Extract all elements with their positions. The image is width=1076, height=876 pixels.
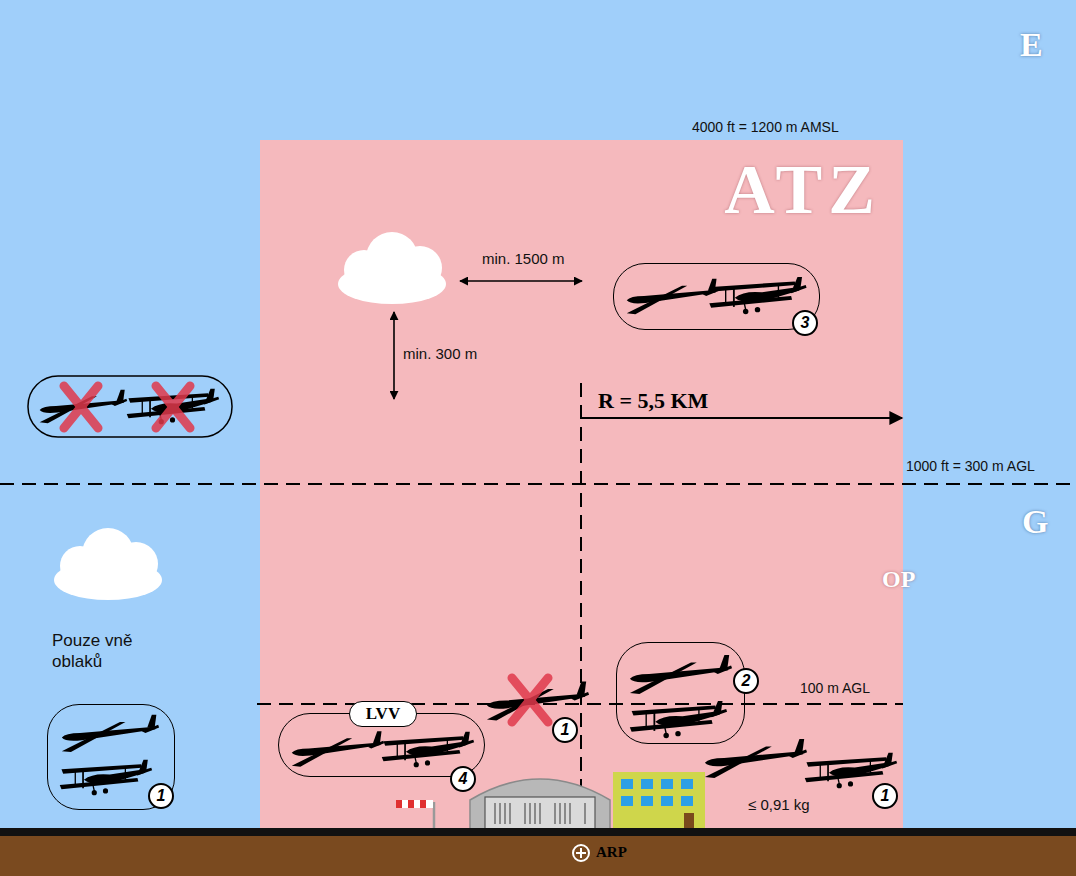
weight-label: ≤ 0,91 kg <box>748 796 810 813</box>
group-tag-holder: LVV <box>349 701 417 727</box>
distance-label-holder: min. 300 m <box>403 345 477 362</box>
altitude-limit: 100 m AGL <box>800 680 870 696</box>
callout-number: 1 <box>561 721 570 739</box>
zone-label: OP <box>882 566 915 592</box>
zone-title: ATZ <box>724 151 881 228</box>
distance-label-holder: min. 1500 m <box>482 250 565 267</box>
radius-label-holder: R = 5,5 KM <box>598 388 708 414</box>
callout-number: 1 <box>157 787 166 805</box>
callout-number: 1 <box>881 787 890 805</box>
weight-label-holder: ≤ 0,91 kg <box>748 796 810 813</box>
zone-label-holder: OP <box>882 566 915 593</box>
radius-label: R = 5,5 KM <box>598 388 708 413</box>
callout-number-holder: 1 <box>148 783 174 809</box>
callout-number: 4 <box>459 770 468 788</box>
group-tag: LVV <box>366 704 400 723</box>
callout-number: 2 <box>742 672 751 690</box>
note-text-holder: Pouze vně oblaků <box>52 630 147 673</box>
aircraft-group: 1 <box>47 704 175 810</box>
callout-number-holder: 3 <box>792 310 818 336</box>
altitude-limit: 4000 ft = 1200 m AMSL <box>692 119 839 135</box>
callout-number-holder: 2 <box>733 668 759 694</box>
callout-number-holder: 1 <box>872 783 898 809</box>
altitude-limit-holder: 100 m AGL <box>800 680 870 696</box>
callout-number-holder: 1 <box>552 717 578 743</box>
airspace-class-holder: E <box>1020 26 1043 64</box>
distance-label: min. 1500 m <box>482 250 565 267</box>
altitude-limit-holder: 1000 ft = 300 m AGL <box>906 458 1035 474</box>
airspace-class-holder: G <box>1022 503 1048 541</box>
distance-label: min. 300 m <box>403 345 477 362</box>
airspace-class: G <box>1022 503 1048 540</box>
reference-point-label-holder: ARP <box>596 844 627 861</box>
reference-point-label: ARP <box>596 844 627 860</box>
altitude-limit: 1000 ft = 300 m AGL <box>906 458 1035 474</box>
callout-number-holder: 4 <box>450 766 476 792</box>
altitude-limit-holder: 4000 ft = 1200 m AMSL <box>692 119 839 135</box>
zone-title-holder: ATZ <box>724 150 881 230</box>
note-text: Pouze vně oblaků <box>52 631 132 671</box>
airspace-class: E <box>1020 26 1043 63</box>
callout-number: 3 <box>801 314 810 332</box>
